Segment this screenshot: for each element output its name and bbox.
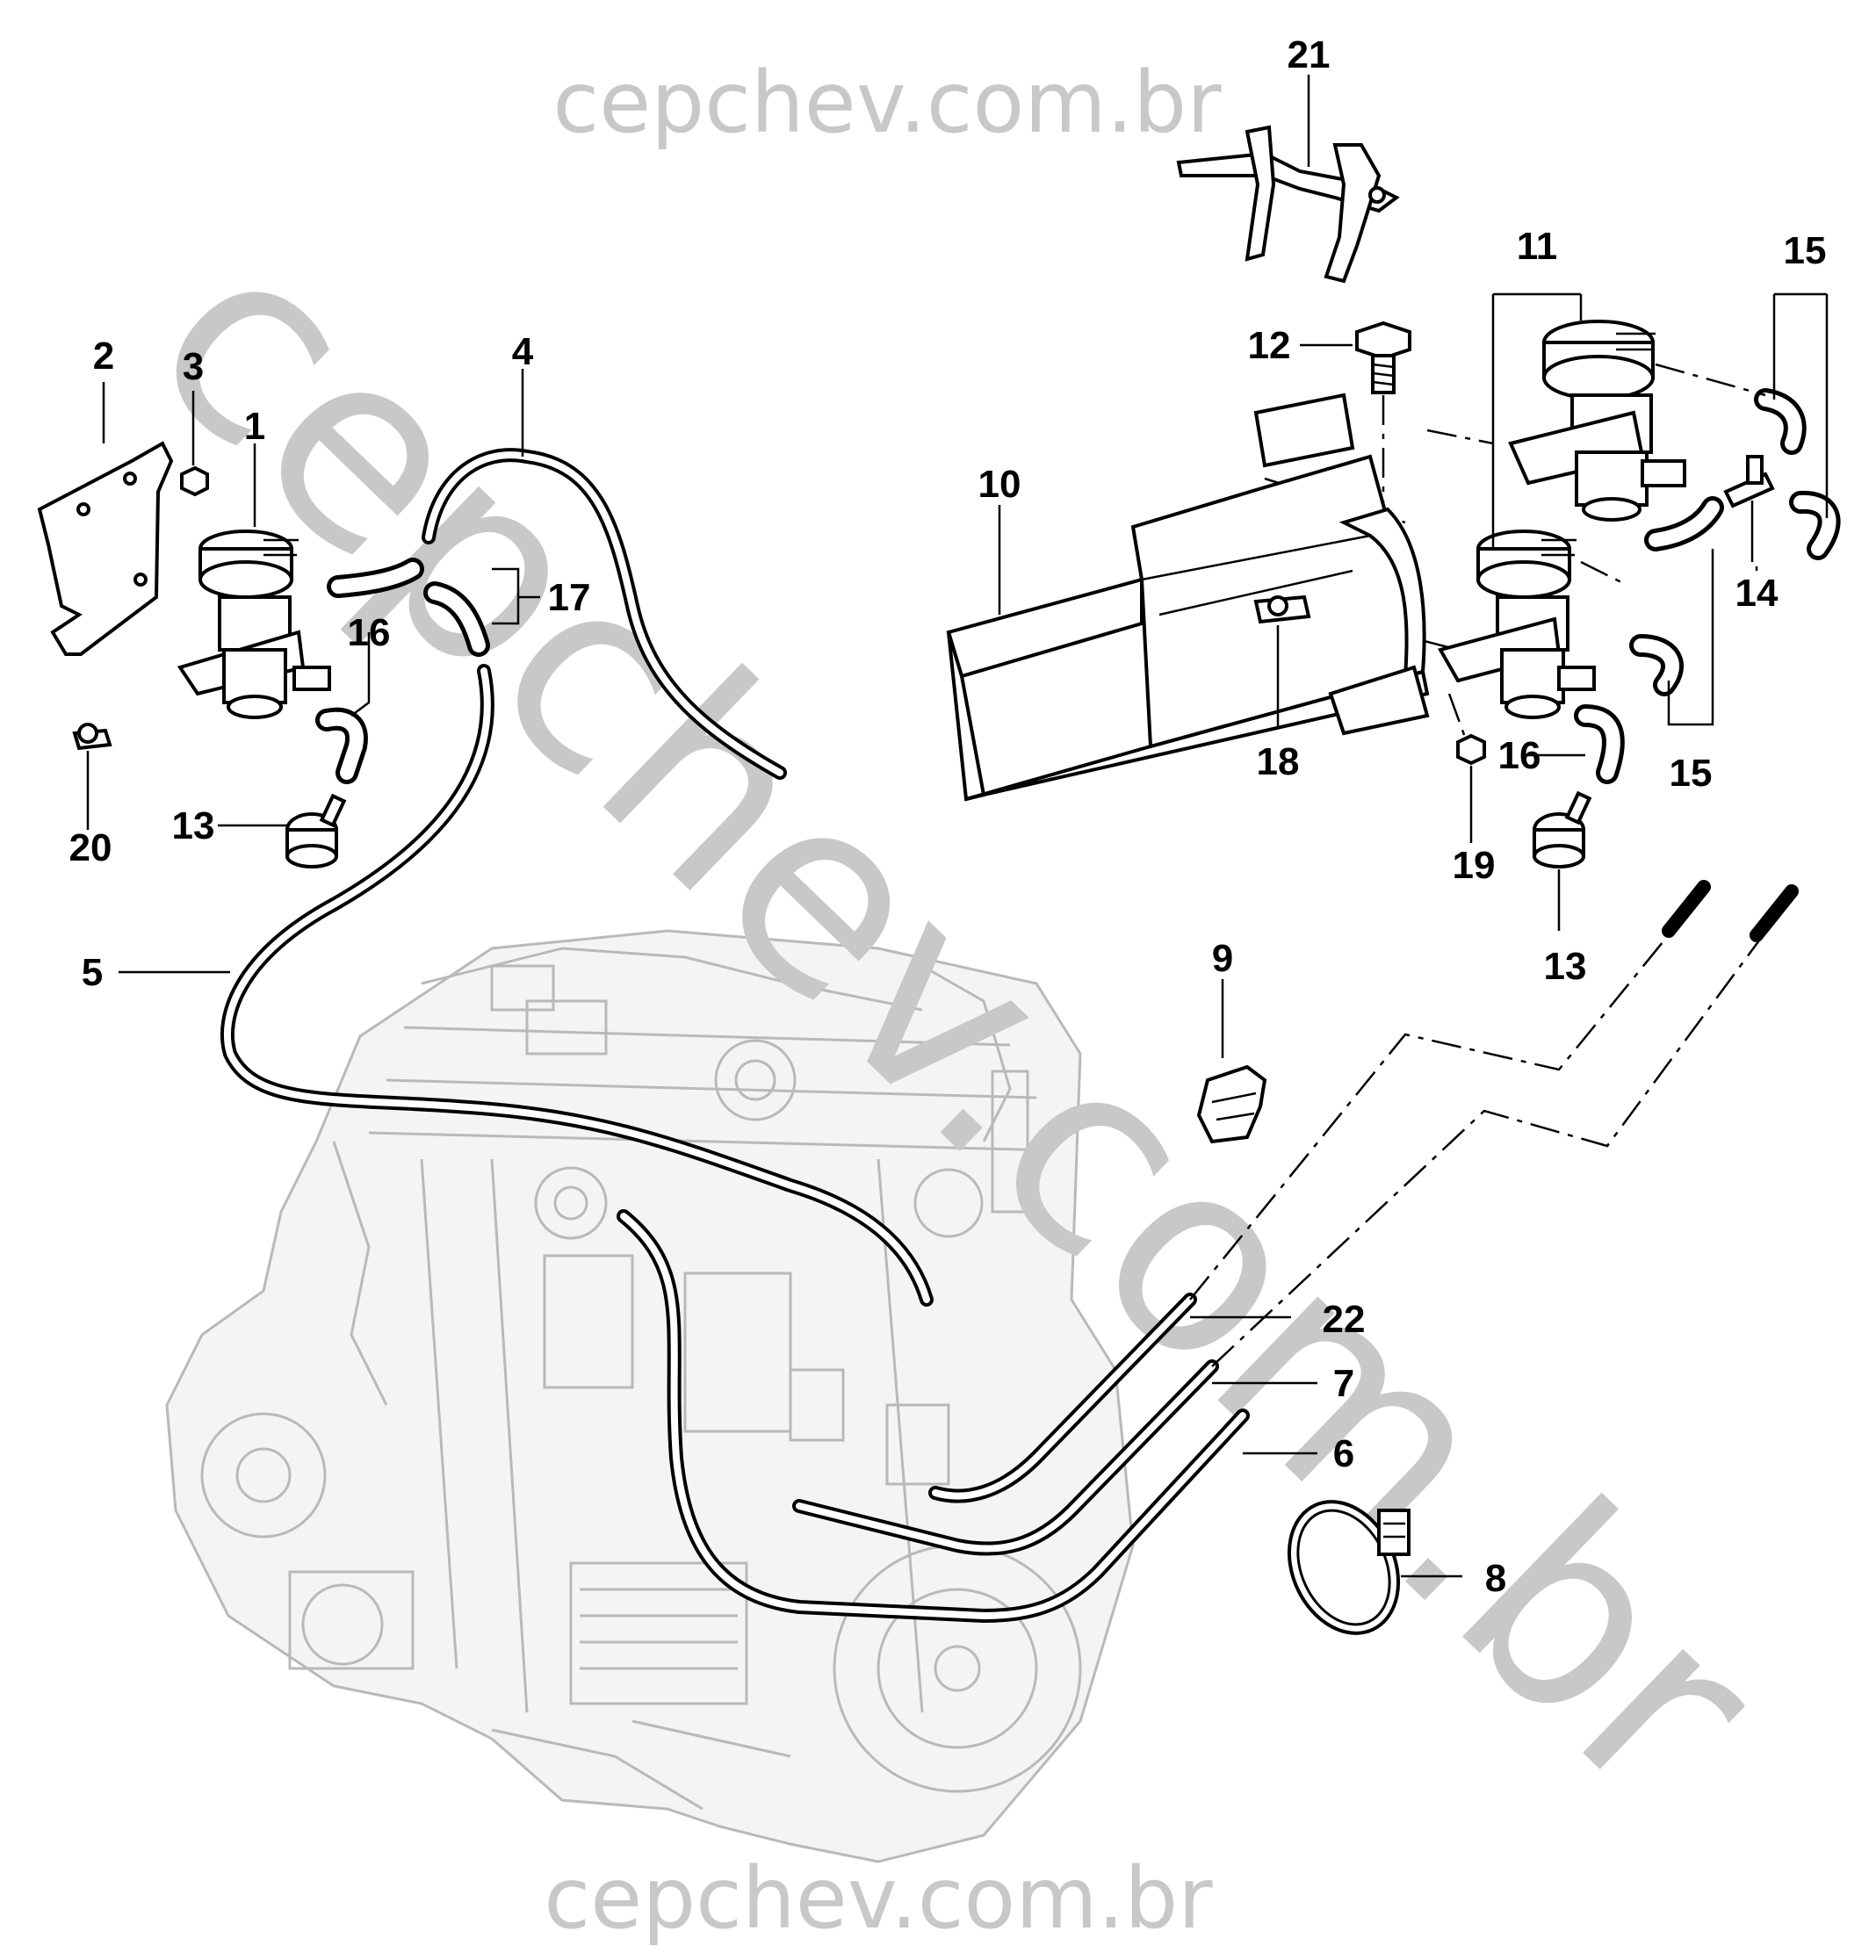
callout-12: 12 [1248,324,1291,367]
callout-16-right: 16 [1498,734,1541,777]
connector-part-20 [72,723,112,830]
callout-13-right: 13 [1544,945,1587,988]
vacuum-valve-part-1 [177,530,331,719]
callout-15-top: 15 [1784,229,1827,272]
callout-3: 3 [183,345,204,388]
callout-15-bottom: 15 [1670,752,1713,795]
callout-21: 21 [1288,33,1331,76]
fitting-part-18 [1253,594,1311,729]
callout-16-left: 16 [348,611,391,654]
watermark-top: cepchev.com.br [552,54,1222,152]
callout-7: 7 [1333,1362,1354,1405]
filter-cap-part-13-left [285,793,347,868]
clip-part-9 [1196,979,1267,1144]
callout-13-left: 13 [172,804,215,847]
callout-19: 19 [1453,844,1496,887]
callout-10: 10 [978,463,1021,506]
watermark-bottom: cepchev.com.br [544,1849,1213,1948]
callout-4: 4 [512,330,534,373]
callout-14: 14 [1735,572,1779,615]
bracket-plate-part-2 [37,441,174,656]
callout-5: 5 [82,951,103,994]
nut-part-3 [180,465,209,497]
callout-2: 2 [93,335,114,378]
callout-6: 6 [1333,1432,1354,1475]
vacuum-valve-part-11-upper [1508,320,1686,522]
mounting-bracket-part-10 [946,393,1430,802]
hose-clamp-part-8 [1287,1500,1411,1635]
bolt-part-12 [1355,321,1411,544]
engine-block-illustration [165,929,1135,1863]
leader-lines [102,75,1829,1578]
callout-labels: 1 2 3 4 5 6 7 8 9 10 11 12 13 13 14 15 1… [69,33,1827,1600]
vacuum-valve-part-11-lower [1437,530,1596,719]
callout-1: 1 [244,405,265,448]
callout-18: 18 [1257,740,1300,783]
filter-cap-part-13-right [1533,790,1592,931]
callout-11: 11 [1517,225,1558,268]
callout-8: 8 [1485,1557,1506,1600]
hoses [220,388,1841,1623]
callout-22: 22 [1323,1298,1366,1341]
bracket-part-21 [1176,125,1400,284]
nut-part-19 [1456,733,1486,843]
callout-9: 9 [1212,937,1233,980]
callout-17: 17 [548,576,591,619]
callout-20: 20 [69,826,112,869]
tee-fitting-part-14 [1723,455,1775,562]
